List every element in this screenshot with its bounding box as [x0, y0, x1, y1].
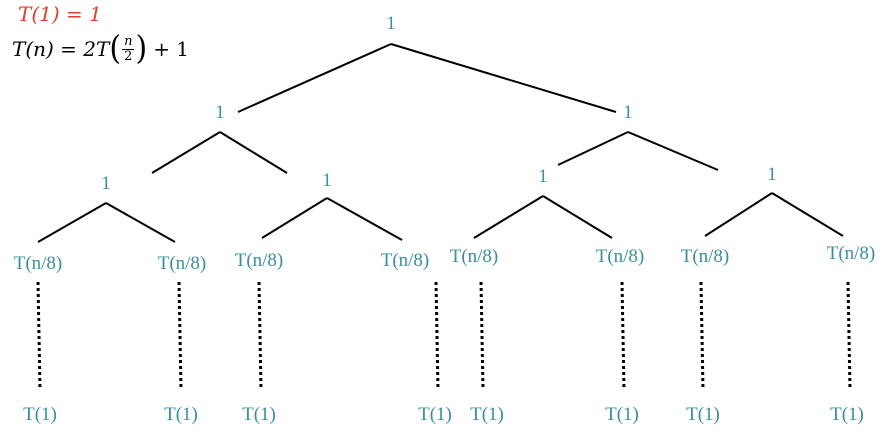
edge-l2a-right [105, 202, 176, 243]
edge-l2b-right [326, 197, 403, 241]
dotted-connector-8 [846, 281, 852, 391]
dotted-connector-6 [620, 281, 626, 391]
fraction-denominator: 2 [124, 48, 133, 64]
level1-node-1: 1 [215, 102, 225, 123]
edge-root-right [390, 43, 617, 113]
dotted-connector-7 [699, 281, 705, 391]
level1-node-2: 1 [623, 102, 633, 123]
level2-node-3: 1 [538, 166, 548, 187]
leaf-node-8: T(1) [830, 404, 864, 425]
level3-node-1: T(n/8) [14, 253, 63, 274]
edge-l1b-right [627, 131, 719, 171]
recurrence-open-paren: ( [109, 29, 122, 68]
leaf-node-1: T(1) [23, 404, 57, 425]
leaf-node-3: T(1) [242, 404, 276, 425]
tree-nodes: 1 1 1 1 1 1 1 T(n/8) T(n/8) T(n/8) T(n/8… [14, 13, 876, 425]
level3-node-3: T(n/8) [235, 250, 284, 271]
leaf-node-2: T(1) [164, 404, 198, 425]
level2-node-1: 1 [101, 173, 111, 194]
edge-l2a-left [37, 202, 107, 243]
edge-l1a-right [219, 131, 288, 174]
level3-node-2: T(n/8) [158, 253, 207, 274]
edge-root-left [237, 43, 392, 113]
edge-l2d-left [704, 192, 773, 237]
fraction-numerator: n [122, 33, 135, 50]
base-case-text: T(1) = 1 [18, 2, 102, 26]
edge-l2d-right [771, 192, 844, 237]
level2-node-4: 1 [767, 164, 777, 185]
dotted-connector-2 [177, 281, 183, 391]
edge-l2b-left [261, 197, 328, 239]
edge-l1a-left [151, 131, 221, 174]
level3-node-8: T(n/8) [827, 243, 876, 264]
level3-node-4: T(n/8) [381, 250, 430, 271]
edge-l1b-left [557, 131, 629, 166]
dotted-connector-1 [36, 281, 42, 391]
base-case-equation: T(1) = 1 [18, 2, 102, 26]
dotted-connectors [36, 281, 852, 391]
recurrence-fraction: n 2 [122, 33, 135, 64]
leaf-node-5: T(1) [470, 404, 504, 425]
root-node: 1 [386, 13, 396, 34]
recurrence-close-paren: ) [135, 29, 148, 68]
leaf-node-4: T(1) [418, 404, 452, 425]
edge-l2c-left [473, 195, 544, 239]
edge-l2c-right [542, 195, 613, 239]
dotted-connector-5 [479, 281, 485, 391]
dotted-connector-3 [257, 281, 263, 391]
leaf-node-7: T(1) [686, 404, 720, 425]
leaf-node-6: T(1) [605, 404, 639, 425]
level3-node-6: T(n/8) [596, 246, 645, 267]
level2-node-2: 1 [322, 170, 332, 191]
recurrence-equation: T(n) = 2T ( n 2 ) + 1 [12, 29, 190, 68]
dotted-connector-4 [434, 281, 440, 391]
level3-node-7: T(n/8) [681, 246, 730, 267]
tree-edges [37, 43, 844, 243]
recurrence-rhs: + 1 [153, 37, 190, 61]
level3-node-5: T(n/8) [450, 246, 499, 267]
recurrence-lhs: T(n) = 2T [12, 37, 110, 61]
